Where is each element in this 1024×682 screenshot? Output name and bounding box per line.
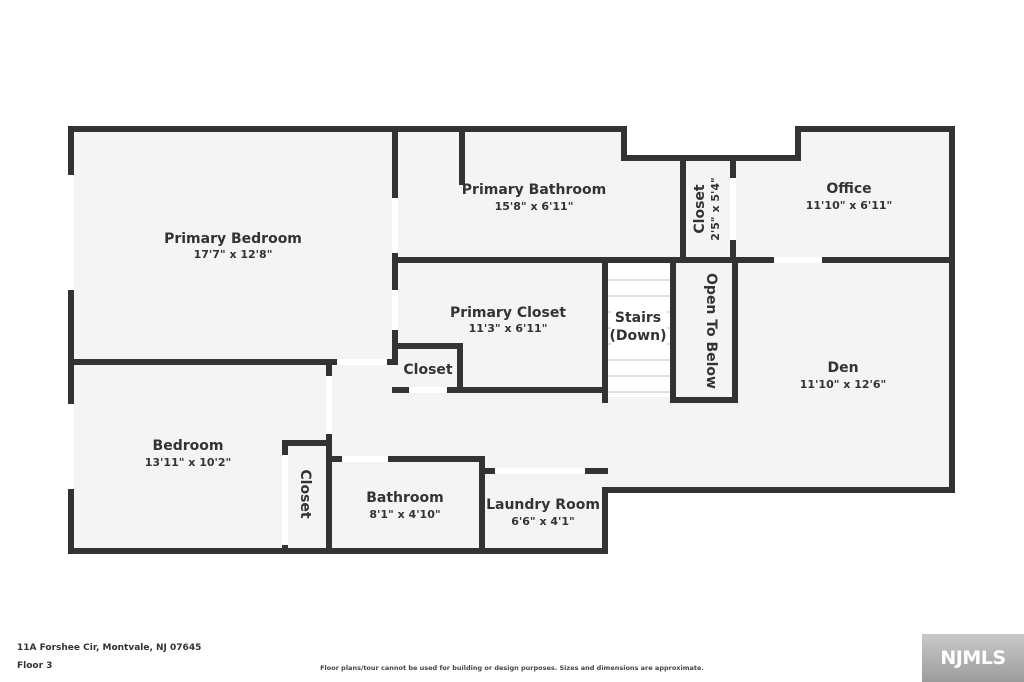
room-name: Bathroom xyxy=(366,490,444,506)
room-name: Closet xyxy=(692,184,708,234)
room-open-to-below: Open To Below xyxy=(703,273,719,389)
room-dims: 11'10" x 12'6" xyxy=(800,378,887,391)
room-name: Bedroom xyxy=(153,438,224,454)
stairs-direction: (Down) xyxy=(610,328,667,344)
room-closet-top: Closet 2'5" x 5'4" xyxy=(692,177,722,241)
stairs-label: Stairs xyxy=(615,310,661,326)
footer-disclaimer: Floor plans/tour cannot be used for buil… xyxy=(320,664,704,672)
room-dims: 17'7" x 12'8" xyxy=(194,248,273,261)
room-den: Den 11'10" x 12'6" xyxy=(800,360,887,391)
logo-text: NJMLS xyxy=(940,647,1006,669)
room-dims: 2'5" x 5'4" xyxy=(709,177,722,241)
room-name: Primary Bathroom xyxy=(462,182,606,198)
room-closet-mid: Closet xyxy=(403,362,453,378)
room-primary-bathroom: Primary Bathroom 15'8" x 6'11" xyxy=(462,182,606,213)
floor-fill xyxy=(71,129,955,557)
footer-address: 11A Forshee Cir, Montvale, NJ 07645 xyxy=(17,643,202,653)
room-primary-closet: Primary Closet 11'3" x 6'11" xyxy=(450,305,566,335)
room-name: Den xyxy=(827,360,858,376)
room-name: Primary Bedroom xyxy=(164,231,302,247)
room-closet-bedroom: Closet xyxy=(297,469,313,519)
room-name: Office xyxy=(826,181,871,197)
room-primary-bedroom: Primary Bedroom 17'7" x 12'8" xyxy=(164,231,302,261)
room-dims: 13'11" x 10'2" xyxy=(145,456,232,469)
room-name: Laundry Room xyxy=(486,497,600,513)
room-dims: 15'8" x 6'11" xyxy=(495,200,574,213)
room-dims: 8'1" x 4'10" xyxy=(369,508,440,521)
room-name: Open To Below xyxy=(703,273,719,389)
room-bathroom: Bathroom 8'1" x 4'10" xyxy=(366,490,444,521)
room-name: Closet xyxy=(297,469,313,519)
room-laundry: Laundry Room 6'6" x 4'1" xyxy=(486,497,600,528)
footer-floor: Floor 3 xyxy=(17,661,53,671)
room-name: Primary Closet xyxy=(450,305,566,321)
openings xyxy=(68,175,822,545)
room-name: Closet xyxy=(403,362,453,378)
room-stairs: Stairs (Down) xyxy=(610,306,667,346)
room-bedroom: Bedroom 13'11" x 10'2" xyxy=(145,438,232,469)
room-dims: 6'6" x 4'1" xyxy=(511,515,575,528)
njmls-logo: NJMLS xyxy=(922,634,1024,682)
room-office: Office 11'10" x 6'11" xyxy=(806,181,893,212)
room-dims: 11'10" x 6'11" xyxy=(806,199,893,212)
room-dims: 11'3" x 6'11" xyxy=(469,322,548,335)
